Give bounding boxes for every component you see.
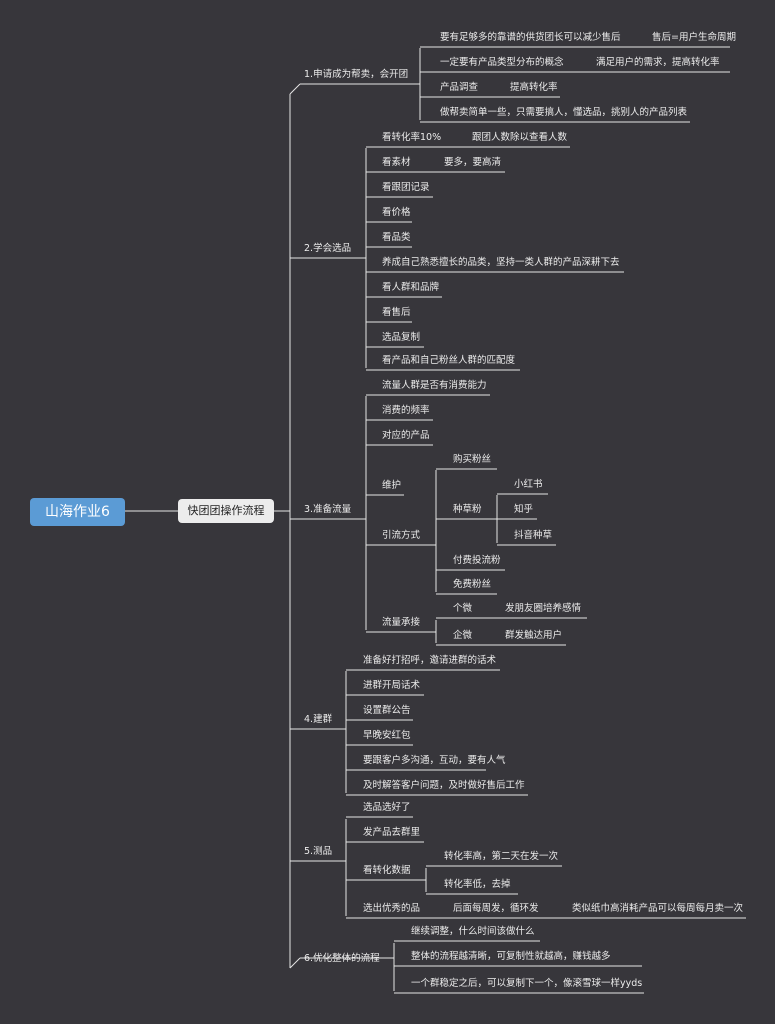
b3-c6a-detail[interactable]: 发朋友圈培养感情 [505, 603, 582, 614]
b4-child-1[interactable]: 准备好打招呼，邀请进群的话术 [363, 655, 497, 666]
b1-child-3[interactable]: 产品调查 [440, 82, 479, 93]
root-topic-label: 山海作业6 [45, 504, 110, 520]
b3-c6-personal-wechat[interactable]: 个微 [453, 603, 473, 614]
b3-child-3[interactable]: 对应的产品 [382, 430, 430, 441]
root-topic[interactable]: 山海作业6 [30, 498, 125, 526]
branch-6-topic[interactable]: 6.优化整体的流程 [304, 953, 380, 964]
b3-c6b-detail[interactable]: 群发触达用户 [505, 630, 563, 641]
b2-child-7[interactable]: 看人群和品牌 [382, 282, 440, 293]
b2-child-3[interactable]: 看跟团记录 [382, 182, 430, 193]
b1-child-2-detail[interactable]: 满足用户的需求，提高转化率 [596, 57, 720, 68]
b1-child-4[interactable]: 做帮卖简单一些，只需要搞人，懂选品，挑别人的产品列表 [440, 107, 688, 118]
b5-c3-low[interactable]: 转化率低，去掉 [444, 879, 511, 890]
b5-c4-detail-2[interactable]: 类似纸巾高消耗产品可以每周每月卖一次 [572, 903, 744, 914]
b5-child-1[interactable]: 选品选好了 [363, 802, 411, 813]
b5-child-4[interactable]: 选出优秀的品 [363, 903, 421, 914]
b3-c5-buy-fans[interactable]: 购买粉丝 [453, 454, 492, 465]
branch-1-topic[interactable]: 1.申请成为帮卖，会开团 [304, 69, 409, 80]
b2-child-4[interactable]: 看价格 [382, 207, 411, 218]
b1-child-1-detail[interactable]: 售后=用户生命周期 [652, 32, 736, 43]
branch-2-topic[interactable]: 2.学会选品 [304, 243, 352, 254]
b2-child-10[interactable]: 看产品和自己粉丝人群的匹配度 [382, 355, 516, 366]
branch-3-topic[interactable]: 3.准备流量 [304, 504, 352, 515]
b5-c4-detail[interactable]: 后面每周发，循环发 [453, 903, 539, 914]
b6-child-3[interactable]: 一个群稳定之后，可以复制下一个，像滚雪球一样yyds [411, 978, 643, 989]
b3-c5-free-fans[interactable]: 免费粉丝 [453, 579, 492, 590]
main-topic[interactable]: 快团团操作流程 [178, 499, 274, 523]
b3-c6-work-wechat[interactable]: 企微 [453, 630, 473, 641]
b2-child-8[interactable]: 看售后 [382, 307, 411, 318]
b2-child-2[interactable]: 看素材 [382, 157, 411, 168]
b3-c5b-zhihu[interactable]: 知乎 [514, 504, 534, 515]
b6-child-2[interactable]: 整体的流程越清晰，可复制性就越高，赚钱越多 [411, 951, 611, 962]
b2-child-1-detail[interactable]: 跟团人数除以查看人数 [472, 132, 568, 143]
b3-child-1[interactable]: 流量人群是否有消费能力 [382, 380, 487, 391]
b2-child-9[interactable]: 选品复制 [382, 332, 421, 343]
b2-child-2-detail[interactable]: 要多，要高清 [444, 157, 502, 168]
b3-child-5[interactable]: 引流方式 [382, 530, 421, 541]
b4-child-3[interactable]: 设置群公告 [363, 705, 411, 716]
b3-c5b-xiaohongshu[interactable]: 小红书 [514, 479, 543, 490]
branch-5-topic[interactable]: 5.测品 [304, 846, 333, 857]
b4-child-2[interactable]: 进群开局话术 [363, 680, 421, 691]
b5-c3-high[interactable]: 转化率高，第二天在发一次 [444, 851, 559, 862]
b5-child-2[interactable]: 发产品去群里 [363, 827, 421, 838]
b4-child-5[interactable]: 要跟客户多沟通，互动，要有人气 [363, 755, 506, 766]
b4-child-4[interactable]: 早晚安红包 [363, 730, 411, 741]
b3-c5b-douyin[interactable]: 抖音种草 [514, 530, 553, 541]
b4-child-6[interactable]: 及时解答客户问题，及时做好售后工作 [363, 780, 525, 791]
main-topic-label: 快团团操作流程 [187, 504, 265, 517]
b3-child-2[interactable]: 消费的频率 [382, 405, 430, 416]
b5-child-3[interactable]: 看转化数据 [363, 865, 411, 876]
b1-child-2[interactable]: 一定要有产品类型分布的概念 [440, 57, 564, 68]
b3-c5-paid-fans[interactable]: 付费投流粉 [453, 555, 501, 566]
b3-child-4[interactable]: 维护 [382, 480, 402, 491]
b3-child-6[interactable]: 流量承接 [382, 617, 421, 628]
b1-child-3-detail[interactable]: 提高转化率 [510, 82, 558, 93]
b3-c5-seed-fans[interactable]: 种草粉 [453, 504, 482, 515]
b2-child-5[interactable]: 看品类 [382, 232, 411, 243]
branch-4-topic[interactable]: 4.建群 [304, 714, 333, 725]
b1-child-1[interactable]: 要有足够多的靠谱的供货团长可以减少售后 [440, 32, 621, 43]
b2-child-6[interactable]: 养成自己熟悉擅长的品类，坚持一类人群的产品深耕下去 [382, 257, 620, 268]
b6-child-1[interactable]: 继续调整，什么时间该做什么 [411, 926, 535, 937]
b2-child-1[interactable]: 看转化率10% [382, 132, 442, 143]
